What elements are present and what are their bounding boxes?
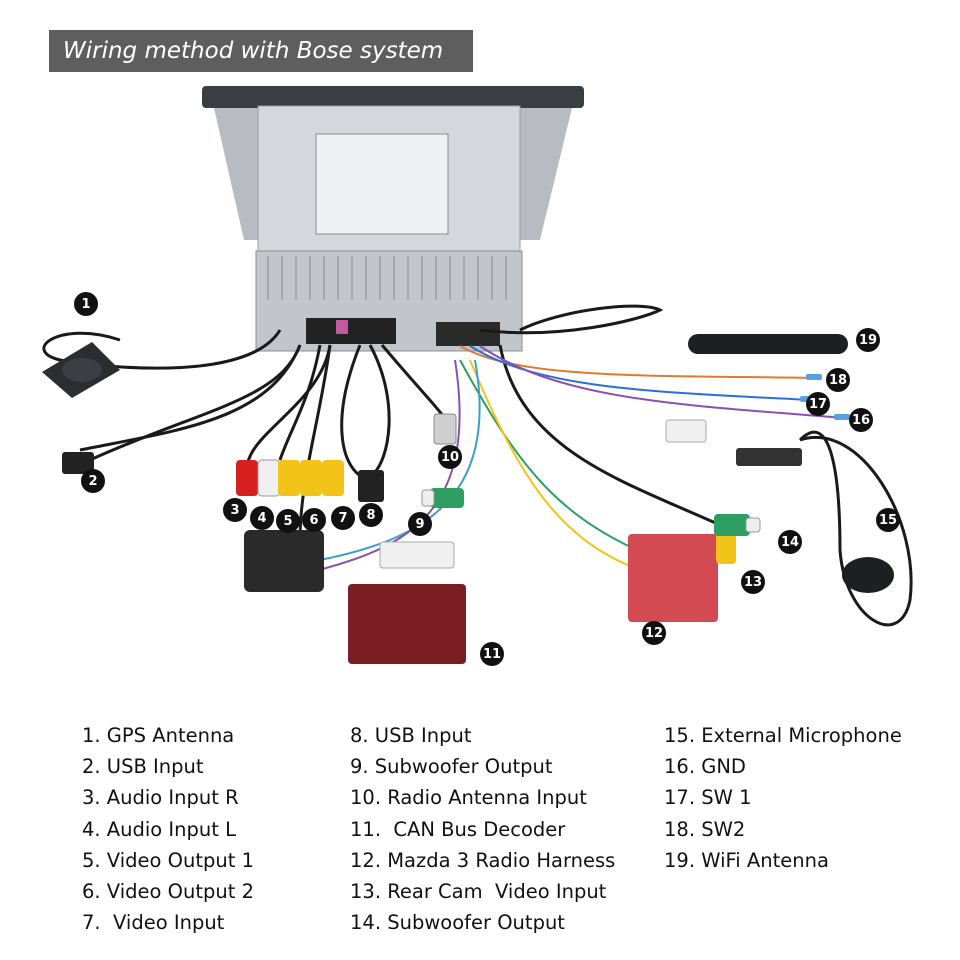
legend-item: 9. Subwoofer Output bbox=[350, 755, 553, 779]
usb-cable-1b bbox=[79, 344, 302, 452]
legend-item: 12. Mazda 3 Radio Harness bbox=[350, 848, 616, 872]
legend-item: 18. SW2 bbox=[664, 817, 746, 841]
inline-filter-box bbox=[244, 530, 324, 592]
legend-item: 4. Audio Input L bbox=[82, 817, 236, 841]
wifi-cable bbox=[479, 304, 664, 335]
usb-cable-2b bbox=[368, 344, 391, 477]
sub-cable-right bbox=[498, 344, 721, 527]
head-unit bbox=[202, 86, 584, 352]
badge-sw2: 18 bbox=[826, 368, 850, 392]
subwoofer-rca-9 bbox=[421, 488, 464, 508]
badge-video-input: 7 bbox=[331, 506, 355, 530]
badge-audio-input-r: 3 bbox=[223, 498, 247, 522]
rca-plugs-av bbox=[236, 459, 344, 497]
color-wires bbox=[299, 345, 846, 576]
microphone-head bbox=[842, 557, 894, 593]
mic-plug bbox=[736, 448, 802, 466]
legend-item: 13. Rear Cam Video Input bbox=[350, 879, 607, 903]
mazda-harness-box bbox=[628, 534, 718, 622]
badge-mazda-radio-harness: 12 bbox=[642, 621, 666, 645]
badge-sw1: 17 bbox=[806, 392, 830, 416]
legend-column-2: 8. USB Input 9. Subwoofer Output 10. Rad… bbox=[350, 720, 615, 938]
wifi-antenna-bar bbox=[688, 334, 848, 354]
can-bus-decoder-box bbox=[348, 584, 466, 664]
badge-subwoofer-output-14: 14 bbox=[778, 530, 802, 554]
connector-block-left bbox=[306, 318, 396, 344]
badge-audio-input-l: 4 bbox=[250, 506, 274, 530]
connector-pink bbox=[336, 320, 348, 334]
rca-plug-14 bbox=[714, 514, 761, 536]
heatsink-fins bbox=[267, 256, 507, 300]
legend-column-1: 1. GPS Antenna 2. USB Input 3. Audio Inp… bbox=[82, 720, 254, 938]
rca-plug-13 bbox=[716, 530, 736, 564]
usb-plug-8 bbox=[358, 470, 384, 502]
legend-item: 6. Video Output 2 bbox=[82, 879, 254, 903]
legend-item: 5. Video Output 1 bbox=[82, 848, 254, 872]
legend-item: 2. USB Input bbox=[82, 755, 204, 779]
legend-item: 11. CAN Bus Decoder bbox=[350, 817, 566, 841]
legend-item: 1. GPS Antenna bbox=[82, 724, 235, 747]
badge-can-bus-decoder: 11 bbox=[480, 642, 504, 666]
badge-video-output-1: 5 bbox=[276, 509, 300, 533]
badge-gnd: 16 bbox=[849, 408, 873, 432]
badge-radio-antenna-input: 10 bbox=[438, 445, 462, 469]
legend-item: 8. USB Input bbox=[350, 724, 472, 747]
cables bbox=[42, 304, 913, 627]
wiring-diagram bbox=[42, 86, 913, 664]
legend-item: 10. Radio Antenna Input bbox=[350, 786, 587, 810]
white-connector-right bbox=[665, 419, 707, 443]
radio-cable bbox=[380, 344, 448, 421]
badge-subwoofer-output-9: 9 bbox=[408, 512, 432, 536]
legend-column-3: 15. External Microphone 16. GND 17. SW 1… bbox=[664, 720, 902, 876]
harness-to-decoder bbox=[298, 344, 332, 541]
mic-cable bbox=[798, 430, 913, 627]
connector-block-right bbox=[436, 322, 500, 346]
badge-rear-cam-video-input: 13 bbox=[741, 570, 765, 594]
badge-external-microphone: 15 bbox=[876, 508, 900, 532]
radio-antenna-plug bbox=[433, 413, 457, 445]
usb-cable-2 bbox=[340, 344, 369, 482]
badge-gps-antenna: 1 bbox=[74, 292, 98, 316]
badge-video-output-2: 6 bbox=[302, 508, 326, 532]
legend-item: 15. External Microphone bbox=[664, 724, 902, 747]
legend-item: 3. Audio Input R bbox=[82, 786, 239, 810]
legend-item: 14. Subwoofer Output bbox=[350, 911, 565, 935]
white-connector bbox=[379, 541, 455, 569]
head-unit-mount-right bbox=[520, 108, 572, 240]
title-banner: Wiring method with Bose system bbox=[49, 30, 473, 72]
gps-antenna bbox=[42, 342, 120, 398]
av-cable bbox=[278, 344, 322, 461]
legend-item: 19. WiFi Antenna bbox=[664, 848, 829, 872]
badge-usb-input: 2 bbox=[81, 469, 105, 493]
head-unit-mount-left bbox=[214, 108, 262, 240]
badge-usb-input-8: 8 bbox=[359, 503, 383, 527]
legend-item: 7. Video Input bbox=[82, 911, 225, 935]
page-title: Wiring method with Bose system bbox=[63, 38, 444, 64]
legend-item: 17. SW 1 bbox=[664, 786, 752, 810]
head-unit-faceplate bbox=[202, 86, 584, 108]
usb-plug-2 bbox=[62, 452, 94, 474]
head-unit-label-sticker bbox=[315, 133, 449, 235]
legend-item: 16. GND bbox=[664, 755, 746, 779]
badge-wifi-antenna: 19 bbox=[856, 328, 880, 352]
